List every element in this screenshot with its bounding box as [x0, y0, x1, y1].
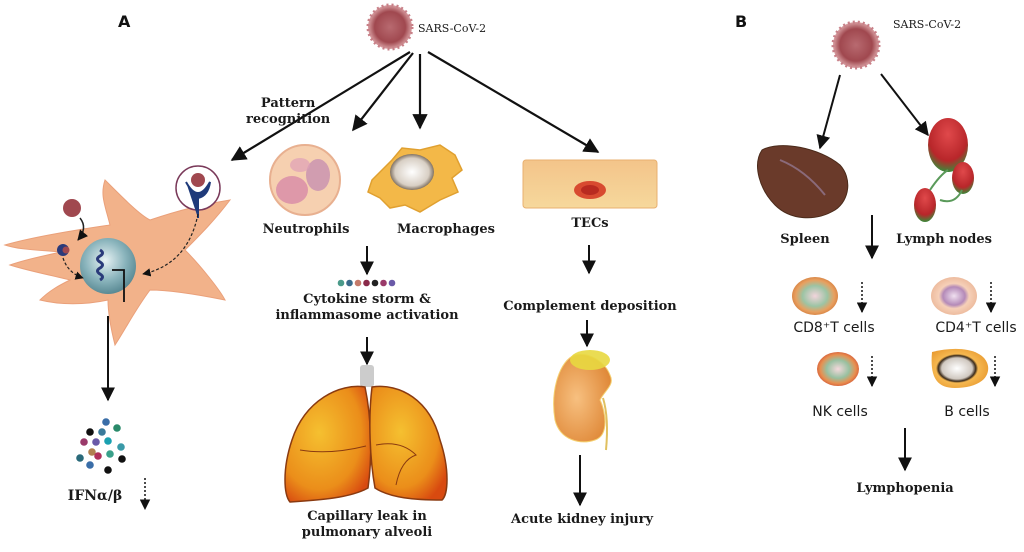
panel-b-label: B: [735, 12, 748, 31]
virus-icon-b: [831, 20, 881, 70]
spleen-icon: [757, 145, 849, 219]
neutrophil-icon: [269, 144, 341, 216]
cytokine-dots: [337, 279, 396, 287]
b-cells-label: B cells: [944, 404, 990, 420]
ifn-dots: [76, 418, 126, 474]
dendritic-cell-icon: [3, 165, 232, 347]
cytokine-dot: [388, 279, 396, 287]
lymphopenia-label: Lymphopenia: [856, 481, 954, 496]
ifn-dot: [86, 428, 94, 436]
cytokine-dot: [337, 279, 345, 287]
virus-label-b: SARS-CoV-2: [893, 18, 962, 31]
cd4-cell-icon: [931, 277, 977, 315]
cd8-cell-icon: [792, 277, 838, 315]
b-cell-icon: [931, 348, 989, 388]
neutrophils-label: Neutrophils: [262, 222, 350, 237]
nk-cell-icon: [817, 352, 859, 386]
arrow-to-dendritic: [230, 51, 411, 161]
ifn-dot: [88, 448, 96, 456]
cytokine-dot: [354, 279, 362, 287]
arrow-to-spleen: [816, 74, 841, 150]
macrophage-icon: [367, 144, 463, 213]
arrow-to-tecs: [427, 51, 600, 153]
virus-icon: [366, 3, 414, 51]
ifn-dot: [80, 438, 88, 446]
pattern-recognition-line-1: Pattern: [260, 96, 316, 111]
ifn-label: IFNα/β: [67, 488, 123, 504]
ifn-dot: [76, 454, 84, 462]
arrow-to-lymph-nodes: [880, 73, 929, 137]
ifn-dot: [117, 443, 125, 451]
macrophages-label: Macrophages: [397, 222, 495, 237]
tec-icon: [522, 159, 658, 209]
lungs-icon: [284, 365, 448, 503]
ifn-dot: [104, 437, 112, 445]
panel-a-label: A: [118, 12, 131, 31]
ifn-dot: [86, 461, 94, 469]
cytokine-label: Cytokine storm & inflammasome activation: [275, 292, 458, 323]
pattern-recognition-label: Pattern recognition: [246, 96, 330, 127]
ifn-dot: [94, 452, 102, 460]
lymph-nodes-label: Lymph nodes: [896, 232, 992, 247]
ifn-dot: [104, 466, 112, 474]
cd8-label: CD8⁺T cells: [793, 320, 875, 336]
spleen-label: Spleen: [780, 232, 830, 247]
ifn-dot: [118, 455, 126, 463]
cytokine-dot: [380, 279, 387, 287]
ifn-dot: [106, 450, 114, 458]
nk-label: NK cells: [812, 404, 868, 420]
capillary-line-2: pulmonary alveoli: [301, 524, 433, 540]
complement-label: Complement deposition: [503, 299, 677, 314]
virus-label-a: SARS-CoV-2: [418, 22, 487, 35]
cytokine-line-1: Cytokine storm &: [303, 292, 431, 307]
capillary-line-1: Capillary leak in: [307, 509, 427, 524]
ifn-dot: [98, 428, 106, 436]
ifn-dot: [113, 424, 121, 432]
ifn-dot: [92, 438, 100, 446]
cytokine-line-2: inflammasome activation: [275, 307, 459, 323]
arrow-to-neutrophils: [352, 52, 414, 132]
cytokine-dot: [346, 279, 353, 287]
ifn-dot: [102, 418, 110, 426]
cytokine-dot: [363, 279, 370, 287]
kidney-icon: [553, 350, 612, 451]
cd4-label: CD4⁺T cells: [935, 320, 1017, 336]
cytokine-dot: [371, 279, 379, 287]
tecs-label: TECs: [571, 216, 609, 231]
lymph-nodes-icon: [914, 118, 974, 222]
pattern-recognition-line-2: recognition: [246, 111, 331, 127]
aki-label: Acute kidney injury: [510, 512, 654, 527]
capillary-leak-label: Capillary leak in pulmonary alveoli: [302, 509, 432, 540]
